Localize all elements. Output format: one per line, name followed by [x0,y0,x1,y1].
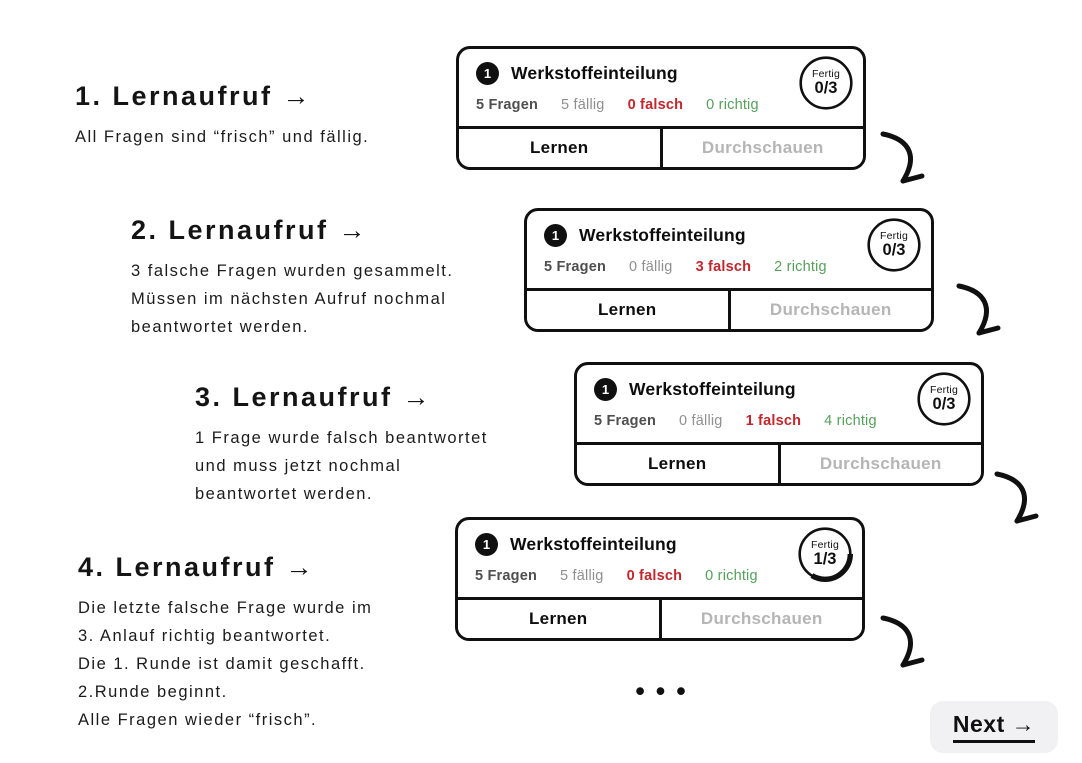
deck-title: Werkstoffeinteilung [579,225,746,245]
deck-card-info: 1 Werkstoffeinteilung Fertig 0/3 5 Frage… [459,49,863,126]
stat-fragen: 5 Fragen [594,413,657,429]
step-1-annotation: 1. Lernaufruf → All Fragen sind “frisch”… [75,80,369,151]
step-4-line: Alle Fragen wieder “frisch”. [78,711,318,729]
stat-faellig: 0 fällig [679,413,723,429]
fertig-label: Fertig [929,383,959,396]
stat-richtig: 4 richtig [824,413,877,429]
lernen-button[interactable]: Lernen [527,291,731,329]
stat-fragen: 5 Fragen [475,568,538,584]
deck-card-info: 1 Werkstoffeinteilung Fertig 1/3 5 Frage… [458,520,862,597]
stat-richtig: 2 richtig [774,259,827,275]
step-3-heading: 3. Lernaufruf → [195,382,433,412]
step-3-line: 1 Frage wurde falsch beantwortet [195,429,488,447]
stat-faellig: 5 fällig [561,97,605,113]
progress-ring-icon [797,526,853,582]
curved-down-arrow-icon [994,471,1039,524]
curved-down-arrow-icon [956,283,1001,336]
lernen-button[interactable]: Lernen [577,445,781,483]
step-1-line: All Fragen sind “frisch” und fällig. [75,128,370,146]
stat-fragen: 5 Fragen [544,259,607,275]
stat-falsch: 0 falsch [626,568,683,584]
durchschauen-button[interactable]: Durchschauen [662,129,863,167]
step-3-line: und muss jetzt nochmal [195,457,402,475]
fertig-progress-badge: Fertig 0/3 [916,371,972,427]
next-button-label: Next → [952,711,1036,743]
step-2-annotation: 2. Lernaufruf → 3 falsche Fragen wurden … [131,214,453,341]
step-4-line: Die letzte falsche Frage wurde im [78,599,373,617]
fertig-progress-badge: Fertig 1/3 [797,526,853,582]
fertig-score: 0/3 [932,394,956,413]
stat-falsch: 0 falsch [627,97,684,113]
deck-card-1: 1 Werkstoffeinteilung Fertig 0/3 5 Frage… [456,46,866,170]
step-3-annotation: 3. Lernaufruf → 1 Frage wurde falsch bea… [195,381,488,508]
next-button[interactable]: Next → [930,701,1058,753]
step-4-line: 2.Runde beginnt. [78,683,228,701]
step-4-line: Die 1. Runde ist damit geschafft. [78,655,366,673]
step-4-heading: 4. Lernaufruf → [78,552,316,582]
progress-ring-icon [798,55,854,111]
durchschauen-button[interactable]: Durchschauen [730,291,931,329]
fertig-score: 0/3 [882,240,906,259]
curved-down-arrow-icon [880,615,925,668]
fertig-score: 0/3 [814,78,838,97]
lernen-button[interactable]: Lernen [459,129,663,167]
step-3-line: beantwortet werden. [195,485,374,503]
progress-ring-icon [866,217,922,273]
deck-number-badge: 1 [544,224,567,247]
step-4-annotation: 4. Lernaufruf → Die letzte falsche Frage… [78,551,372,734]
stat-richtig: 0 richtig [706,97,759,113]
deck-card-3: 1 Werkstoffeinteilung Fertig 0/3 5 Frage… [574,362,984,486]
durchschauen-button[interactable]: Durchschauen [661,600,862,638]
deck-title: Werkstoffeinteilung [511,63,678,83]
fertig-label: Fertig [811,67,841,80]
deck-number-badge: 1 [475,533,498,556]
deck-title: Werkstoffeinteilung [629,379,796,399]
deck-card-4: 1 Werkstoffeinteilung Fertig 1/3 5 Frage… [455,517,865,641]
durchschauen-button[interactable]: Durchschauen [780,445,981,483]
ellipsis-icon: ••• [635,676,697,706]
stat-falsch: 3 falsch [695,259,752,275]
deck-card-info: 1 Werkstoffeinteilung Fertig 0/3 5 Frage… [527,211,931,288]
step-1-heading: 1. Lernaufruf → [75,81,313,111]
deck-number-badge: 1 [476,62,499,85]
stat-fragen: 5 Fragen [476,97,539,113]
fertig-score: 1/3 [813,549,837,568]
deck-title: Werkstoffeinteilung [510,534,677,554]
stat-faellig: 0 fällig [629,259,673,275]
step-2-line: Müssen im nächsten Aufruf nochmal [131,290,447,308]
deck-number-badge: 1 [594,378,617,401]
stat-faellig: 5 fällig [560,568,604,584]
step-2-line: 3 falsche Fragen wurden gesammelt. [131,262,454,280]
step-2-line: beantwortet werden. [131,318,310,336]
step-2-heading: 2. Lernaufruf → [131,215,369,245]
progress-ring-icon [916,371,972,427]
stat-richtig: 0 richtig [705,568,758,584]
step-4-line: 3. Anlauf richtig beantwortet. [78,627,332,645]
deck-card-2: 1 Werkstoffeinteilung Fertig 0/3 5 Frage… [524,208,934,332]
deck-card-info: 1 Werkstoffeinteilung Fertig 0/3 5 Frage… [577,365,981,442]
fertig-label: Fertig [879,229,909,242]
lernen-button[interactable]: Lernen [458,600,662,638]
fertig-progress-badge: Fertig 0/3 [798,55,854,111]
fertig-progress-badge: Fertig 0/3 [866,217,922,273]
curved-down-arrow-icon [880,131,925,184]
fertig-label: Fertig [810,538,840,551]
stat-falsch: 1 falsch [745,413,802,429]
